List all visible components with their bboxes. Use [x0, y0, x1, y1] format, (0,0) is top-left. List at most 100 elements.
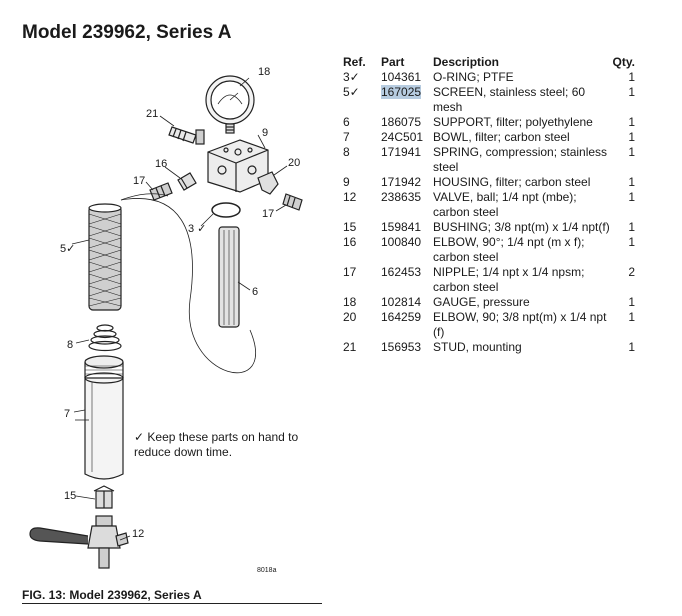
table-row: 17 162453 NIPPLE; 1/4 npt x 1/4 npsm; ca…	[343, 265, 635, 295]
screen-drawing	[88, 203, 122, 311]
callout-12: 12	[132, 528, 145, 540]
callout-20: 20	[288, 157, 301, 169]
description-cell: VALVE, ball; 1/4 npt (mbe); carbon steel	[433, 190, 577, 219]
part-cell: 171941	[381, 145, 422, 159]
description-cell: SUPPORT, filter; polyethylene	[433, 115, 593, 129]
header-description: Description	[433, 55, 500, 69]
table-row: 5✓ 167025 SCREEN, stainless steel; 60 me…	[343, 85, 635, 115]
ref-cell: 9	[343, 175, 350, 189]
part-cell: 104361	[381, 70, 422, 84]
part-cell: 186075	[381, 115, 422, 129]
qty-cell: 1	[628, 85, 635, 99]
qty-cell: 2	[628, 265, 635, 279]
description-cell: ELBOW, 90; 3/8 npt(m) x 1/4 npt (f)	[433, 310, 607, 339]
ref-cell: 17	[343, 265, 357, 279]
part-cell: 100840	[381, 235, 422, 249]
part-cell: 164259	[381, 310, 422, 324]
keep-note-text: Keep these parts on hand to reduce down …	[134, 430, 299, 459]
ref-cell: 8	[343, 145, 350, 159]
figure-caption: FIG. 13: Model 239962, Series A	[22, 588, 202, 602]
table-row: 12 238635 VALVE, ball; 1/4 npt (mbe); ca…	[343, 190, 635, 220]
parts-table: Ref. Part Description Qty. 3✓ 104361 O-R…	[343, 54, 635, 355]
callout-8: 8	[67, 339, 74, 351]
ref-cell: 18	[343, 295, 357, 309]
qty-cell: 1	[628, 130, 635, 144]
callout-3: 3 ✓	[188, 223, 207, 235]
support-drawing	[218, 226, 240, 328]
elbow-20-drawing	[257, 171, 279, 195]
callout-9: 9	[262, 127, 269, 139]
ref-cell: 16	[343, 235, 357, 249]
qty-cell: 1	[628, 235, 635, 249]
description-cell: BOWL, filter; carbon steel	[433, 130, 570, 144]
table-row: 20 164259 ELBOW, 90; 3/8 npt(m) x 1/4 np…	[343, 310, 635, 340]
figure-number: 8018a	[257, 567, 277, 574]
part-cell: 156953	[381, 340, 422, 354]
elbow-16-drawing	[177, 172, 197, 191]
qty-cell: 1	[628, 145, 635, 159]
highlighted-part: 167025	[381, 85, 422, 99]
qty-cell: 1	[628, 115, 635, 129]
table-row: 6 186075 SUPPORT, filter; polyethylene 1	[343, 115, 635, 130]
table-row: 18 102814 GAUGE, pressure 1	[343, 295, 635, 310]
callout-5-label: 5	[60, 243, 67, 255]
header-qty: Qty.	[612, 55, 635, 69]
table-row: 8 171941 SPRING, compression; stainless …	[343, 145, 635, 175]
callout-6: 6	[252, 286, 259, 298]
callout-17-right: 17	[262, 208, 275, 220]
caption-rule	[22, 603, 322, 604]
nipple-left-drawing	[149, 182, 173, 201]
gauge-drawing	[205, 75, 255, 134]
description-cell: NIPPLE; 1/4 npt x 1/4 npsm; carbon steel	[433, 265, 585, 294]
qty-cell: 1	[628, 310, 635, 324]
description-cell: STUD, mounting	[433, 340, 522, 354]
qty-cell: 1	[628, 220, 635, 234]
description-cell: BUSHING; 3/8 npt(m) x 1/4 npt(f)	[433, 220, 610, 234]
assembly-line	[120, 193, 169, 201]
page-title: Model 239962, Series A	[22, 22, 232, 43]
part-cell: 24C501	[381, 130, 424, 144]
ref-cell: 20	[343, 310, 357, 324]
qty-cell: 1	[628, 175, 635, 189]
callout-5: 5✓	[60, 243, 76, 255]
callout-7: 7	[64, 408, 71, 420]
housing-drawing	[207, 139, 269, 193]
callout-17-left: 17	[133, 175, 146, 187]
spring-drawing	[88, 324, 122, 352]
check-icon: ✓	[134, 430, 145, 444]
qty-cell: 1	[628, 340, 635, 354]
callout-15: 15	[64, 490, 77, 502]
callout-21: 21	[146, 108, 159, 120]
ref-cell: 5✓	[343, 85, 360, 99]
table-header-row: Ref. Part Description Qty.	[343, 54, 635, 70]
ref-cell: 7	[343, 130, 350, 144]
bowl-drawing	[84, 355, 124, 480]
qty-cell: 1	[628, 295, 635, 309]
bushing-drawing	[93, 485, 115, 509]
ref-cell: 15	[343, 220, 357, 234]
part-cell: 238635	[381, 190, 422, 204]
valve-drawing	[29, 515, 129, 569]
table-row: 7 24C501 BOWL, filter; carbon steel 1	[343, 130, 635, 145]
qty-cell: 1	[628, 190, 635, 204]
table-row: 16 100840 ELBOW, 90°; 1/4 npt (m x f); c…	[343, 235, 635, 265]
description-cell: ELBOW, 90°; 1/4 npt (m x f); carbon stee…	[433, 235, 585, 264]
ref-cell: 12	[343, 190, 357, 204]
stud-drawing	[168, 126, 205, 145]
header-part: Part	[381, 55, 405, 69]
qty-cell: 1	[628, 70, 635, 84]
keep-parts-note: ✓ Keep these parts on hand to reduce dow…	[134, 430, 334, 460]
ref-cell: 6	[343, 115, 350, 129]
description-cell: O-RING; PTFE	[433, 70, 514, 84]
part-cell: 162453	[381, 265, 422, 279]
table-row: 3✓ 104361 O-RING; PTFE 1	[343, 70, 635, 85]
part-cell: 102814	[381, 295, 422, 309]
callout-3-label: 3	[188, 223, 195, 235]
description-cell: GAUGE, pressure	[433, 295, 530, 309]
callout-16: 16	[155, 158, 168, 170]
description-cell: SCREEN, stainless steel; 60 mesh	[433, 85, 586, 114]
ref-cell: 21	[343, 340, 357, 354]
ref-cell: 3✓	[343, 70, 360, 84]
table-row: 15 159841 BUSHING; 3/8 npt(m) x 1/4 npt(…	[343, 220, 635, 235]
